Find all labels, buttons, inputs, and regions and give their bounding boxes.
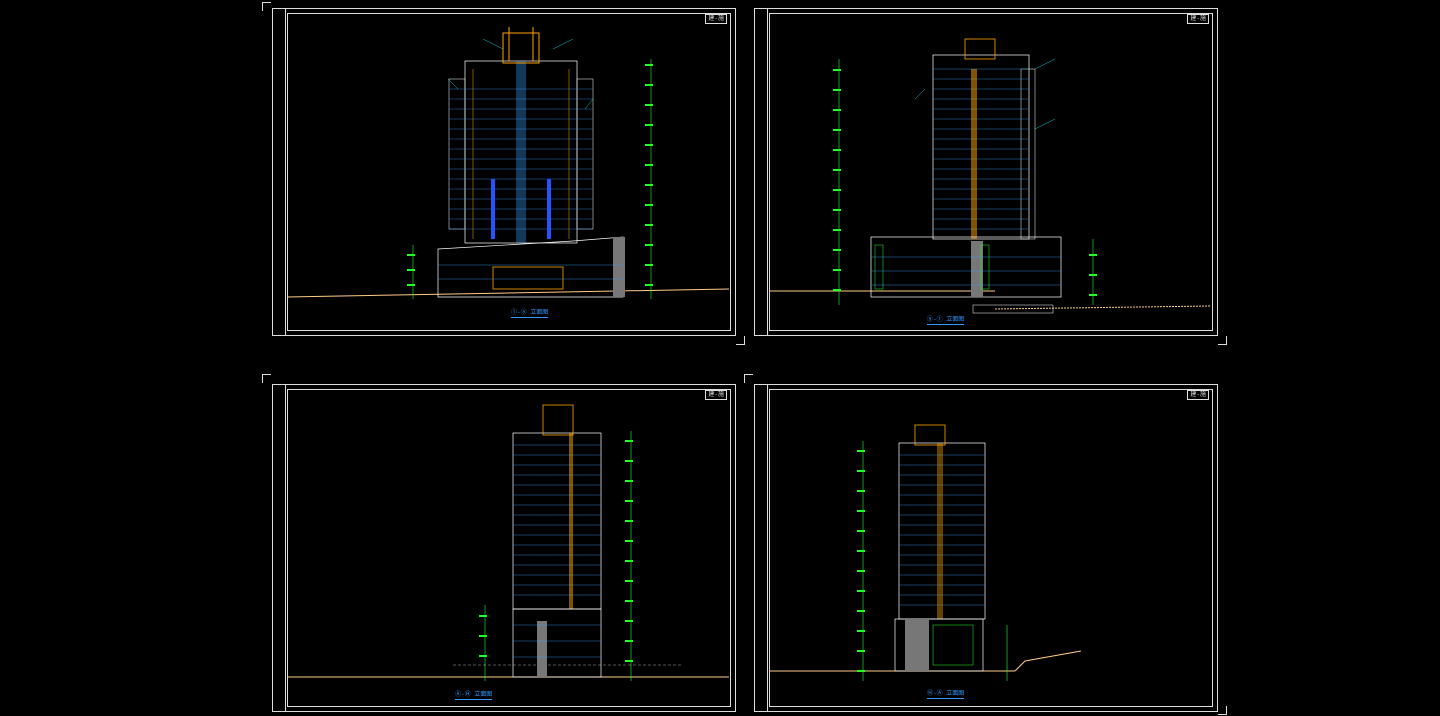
sheet-inner-frame	[769, 389, 1213, 707]
corner-mark	[262, 374, 271, 383]
elevation-drawing	[769, 38, 1212, 314]
title-tag: 建-施	[1187, 14, 1209, 24]
sheet-inner-frame	[287, 389, 731, 707]
sheet-inner-frame	[769, 13, 1213, 331]
title-tag: 建-施	[705, 390, 727, 400]
corner-mark	[744, 374, 753, 383]
corner-mark	[262, 2, 271, 11]
elevation-caption: ①-⑤ 立面图	[511, 309, 549, 318]
title-tag: 建-施	[705, 14, 727, 24]
corner-mark	[736, 336, 745, 345]
title-tag: 建-施	[1187, 390, 1209, 400]
drawing-sheet-3: 建-施 Ⓐ-Ⓗ 立面图	[272, 384, 736, 712]
sheet-inner-frame	[287, 13, 731, 331]
title-block-strip	[755, 385, 768, 711]
title-block-strip	[273, 385, 286, 711]
title-block-strip	[273, 9, 286, 335]
drawing-sheet-1: 建-施 ①-⑤ 立面图	[272, 8, 736, 336]
elevation-caption: Ⓐ-Ⓗ 立面图	[455, 691, 493, 700]
drawing-sheet-2: 建-施 ⑤-① 立面图	[754, 8, 1218, 336]
elevation-drawing	[769, 424, 1082, 681]
drawing-sheet-4: 建-施 Ⓗ-Ⓐ 立面图	[754, 384, 1218, 712]
elevation-drawing	[287, 404, 729, 681]
title-block-strip	[755, 9, 768, 335]
elevation-caption: Ⓗ-Ⓐ 立面图	[927, 690, 965, 699]
elevation-caption: ⑤-① 立面图	[927, 316, 965, 325]
elevation-drawing	[286, 27, 730, 299]
corner-mark	[1218, 336, 1227, 345]
corner-mark	[1218, 706, 1227, 715]
